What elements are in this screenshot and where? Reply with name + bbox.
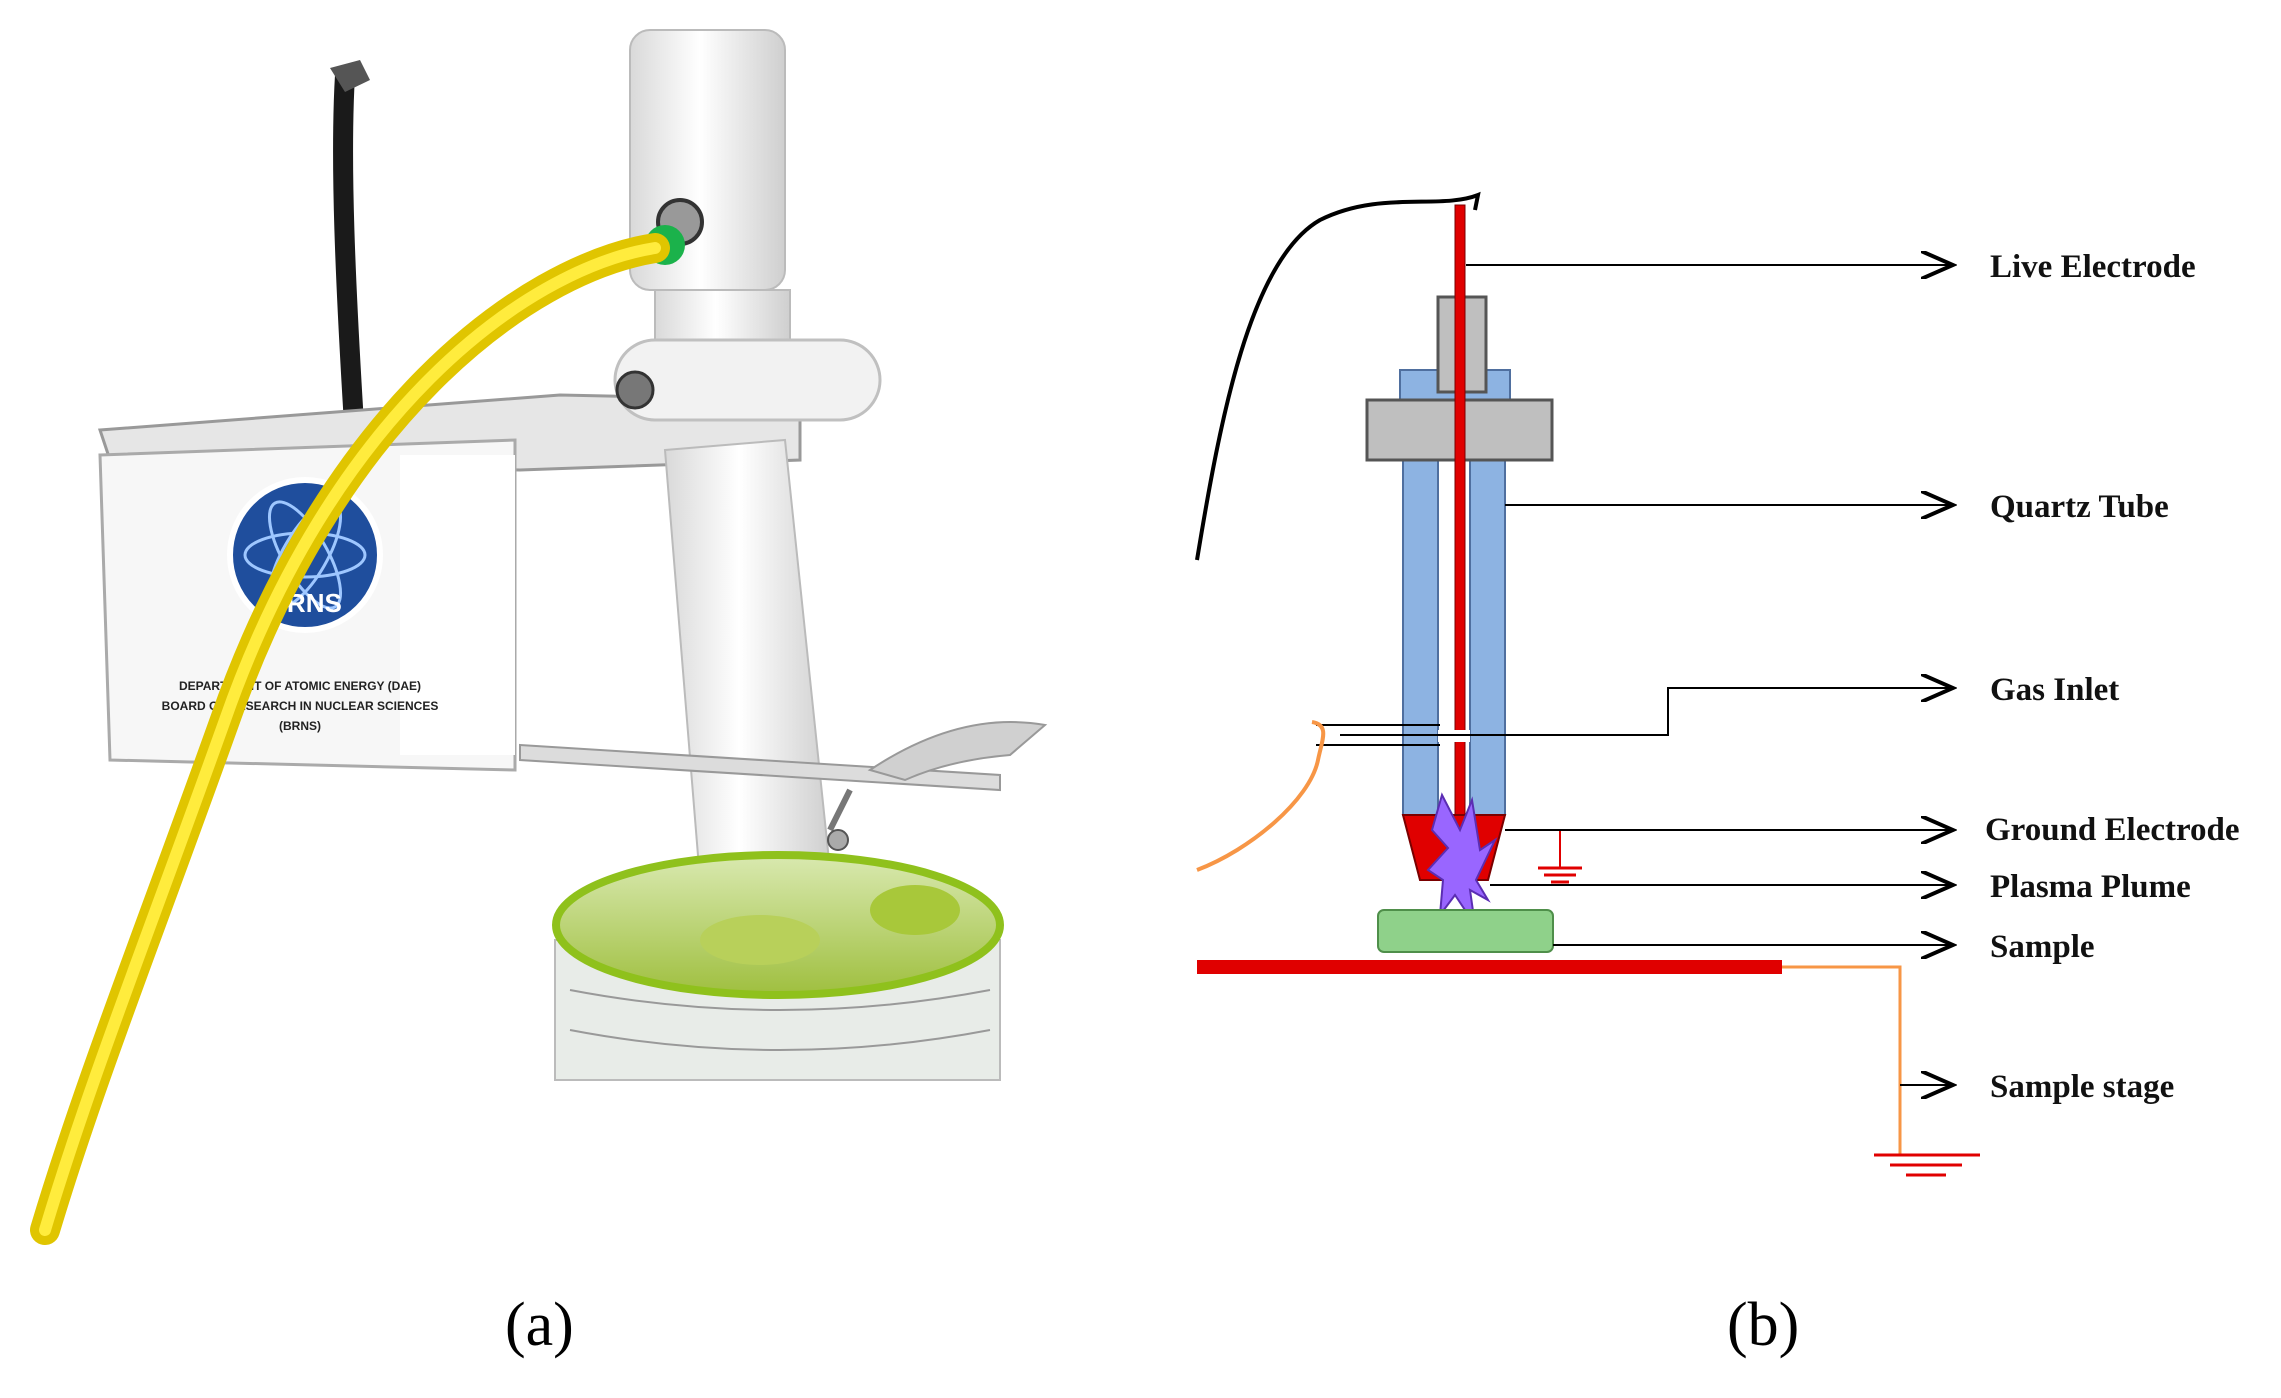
sample-stage: [1197, 960, 1782, 974]
hv-cable: [1195, 191, 1481, 561]
badge-line-1: DEPARTMENT OF ATOMIC ENERGY (DAE): [179, 679, 421, 693]
panel-label-a: (a): [505, 1291, 574, 1359]
black-cable: [333, 74, 365, 441]
label-live-electrode: Live Electrode: [1990, 249, 2196, 285]
clamp-ring: [613, 338, 882, 422]
schematic-panel: Live Electrode Quartz Tube Gas Inlet Gro…: [1195, 191, 2240, 1177]
label-sample-stage: Sample stage: [1990, 1069, 2174, 1105]
plasma-plume: [1426, 792, 1498, 926]
sample-disk: [1377, 909, 1554, 953]
brns-badge: BRNS DEPARTMENT OF ATOMIC ENERGY (DAE) B…: [98, 438, 517, 772]
label-plasma-plume: Plasma Plume: [1990, 869, 2191, 905]
badge-line-2: BOARD OF RESEARCH IN NUCLEAR SCIENCES: [162, 699, 439, 713]
label-quartz-tube: Quartz Tube: [1990, 489, 2169, 525]
gas-supply-line: [1196, 720, 1326, 872]
label-gas-inlet: Gas Inlet: [1990, 672, 2119, 708]
label-ground-electrode: Ground Electrode: [1985, 812, 2240, 848]
badge-line-3: (BRNS): [279, 719, 321, 733]
clamp-screw: [615, 370, 655, 410]
photo-panel: BRNS DEPARTMENT OF ATOMIC ENERGY (DAE) B…: [30, 29, 1060, 1245]
petri-dish-stack: [552, 851, 1004, 1081]
label-sample: Sample: [1990, 929, 2095, 965]
panel-label-b: (b): [1727, 1291, 1800, 1359]
